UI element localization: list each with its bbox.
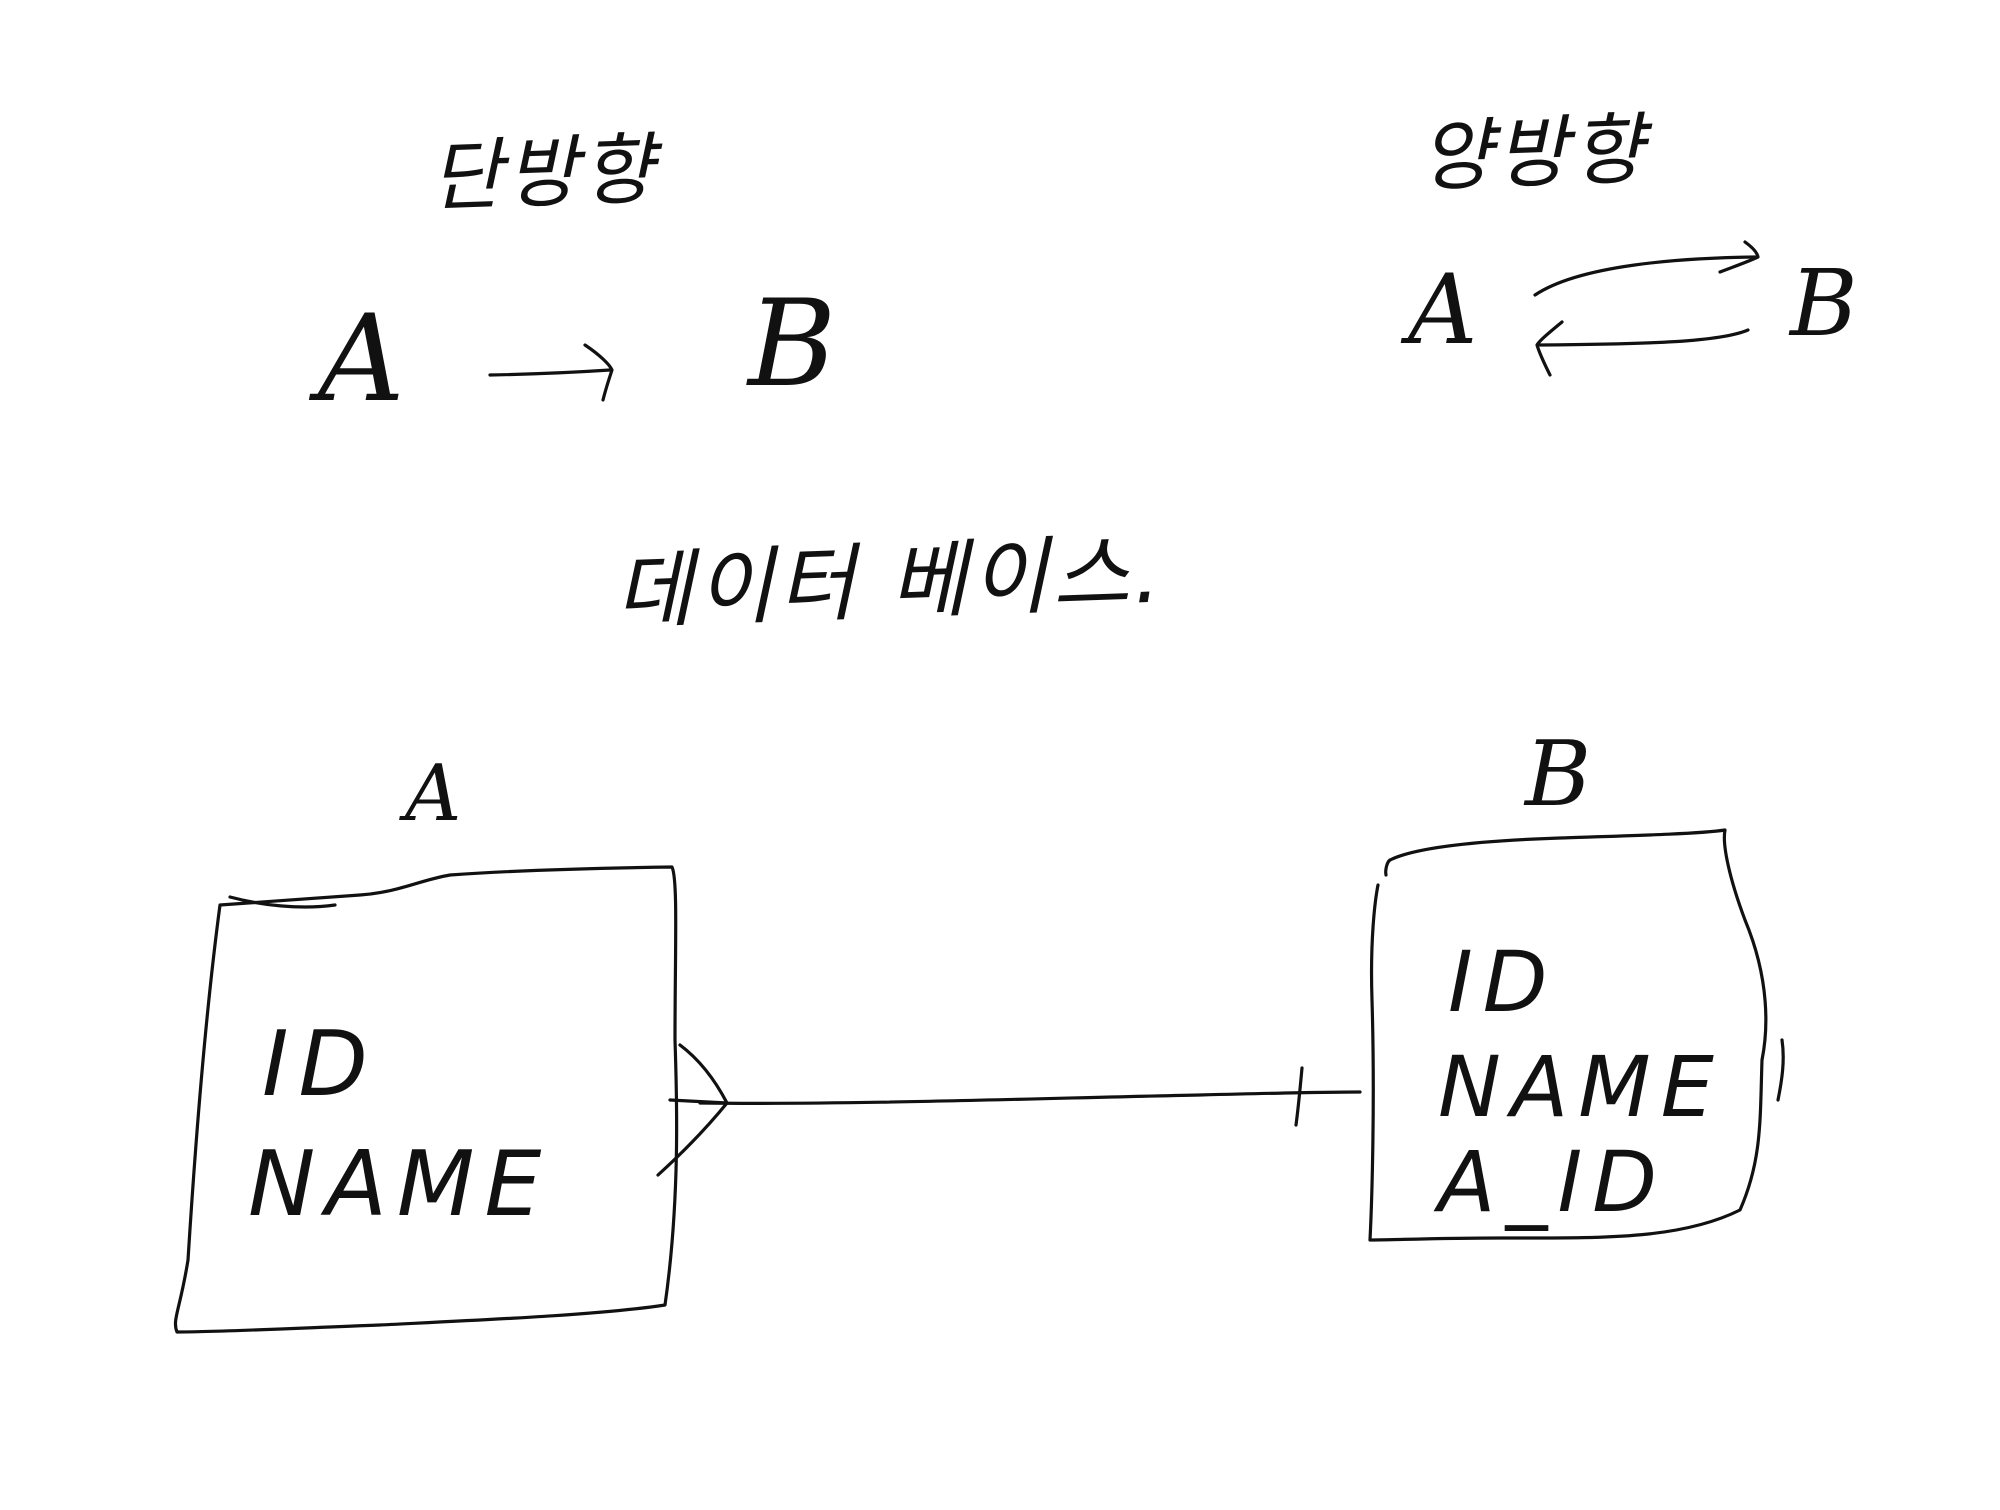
uni-arrow-line (488, 368, 612, 377)
unidirectional-heading: 단방향 (428, 125, 659, 223)
uni-arrow-head (583, 343, 614, 402)
entity-a-field-name: NAME (248, 1132, 552, 1237)
entity-a-field-id: ID (262, 1012, 378, 1117)
entity-a-box (173, 865, 679, 1334)
relationship-line (698, 1090, 1362, 1105)
bi-arrow-bottom-line (1538, 328, 1750, 347)
entity-a-name: A (405, 749, 462, 839)
crows-foot-lower (656, 1101, 729, 1177)
entity-b-field-name: NAME (1438, 1038, 1724, 1136)
entity-b-box-edge-top (1384, 858, 1392, 877)
uni-label-a: A (318, 290, 405, 429)
entity-b-field-id: ID (1448, 933, 1558, 1031)
entity-b-box-edge (1776, 1038, 1785, 1102)
bi-arrow-bottom-head (1535, 320, 1564, 377)
bidirectional-heading: 양방향 (1418, 105, 1649, 203)
bi-label-a: A (1408, 254, 1478, 366)
entity-b-box (1368, 828, 1768, 1242)
crows-foot-middle (668, 1098, 729, 1105)
uni-label-b: B (748, 275, 837, 414)
database-heading: 데이터 베이스. (613, 523, 1166, 641)
entity-b-name: B (1525, 722, 1592, 827)
one-bar (1294, 1066, 1304, 1127)
crows-foot-upper (678, 1043, 729, 1105)
bi-label-b: B (1790, 250, 1858, 357)
entity-b-field-a-id: A_ID (1438, 1133, 1667, 1231)
bi-arrow-top-line (1533, 255, 1757, 297)
bi-arrow-top-head (1718, 240, 1760, 274)
